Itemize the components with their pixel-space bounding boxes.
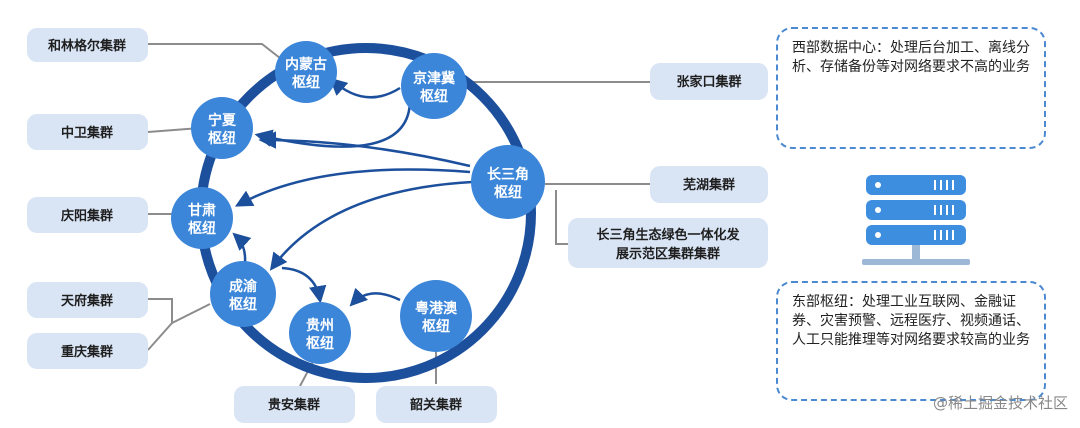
arrow-changsanjiao-chengyu [269,180,473,271]
hub-neimenggu: 内蒙古 枢纽 [275,41,337,103]
hub-guizhou-name: 贵州 [306,317,334,334]
hub-changsanjiao-suffix: 枢纽 [494,184,522,201]
hub-gansu-name: 甘肃 [188,202,216,219]
hub-ningxia-suffix: 枢纽 [208,130,236,147]
server-rack-icon [862,175,970,265]
cluster-chongqing-label: 重庆集群 [61,344,113,360]
cluster-wuhu-label: 芜湖集群 [683,177,735,193]
cluster-yangtze-demo-line1: 长三角生态绿色一体化发 [596,227,740,243]
cluster-yangtze-demo-line2: 展示范区集群集群 [616,246,720,262]
hub-yuegangao-name: 粤港澳 [415,300,458,317]
cluster-zhangjiakou: 张家口集群 [650,63,768,100]
hub-chengyu: 成渝 枢纽 [210,261,276,327]
hub-gansu: 甘肃 枢纽 [171,187,233,249]
connector-yangtze-demo [555,190,568,245]
cluster-zhongwei-label: 中卫集群 [61,125,113,141]
hub-guizhou: 贵州 枢纽 [289,302,351,364]
hub-gansu-suffix: 枢纽 [188,220,216,237]
cluster-shaoguan: 韶关集群 [376,386,497,423]
cluster-zhongwei: 中卫集群 [27,114,148,150]
cluster-helingeer-label: 和林格尔集群 [48,38,126,54]
arrow-changsanjiao-ningxia [258,131,471,168]
cluster-yangtze-demo: 长三角生态绿色一体化发 展示范区集群集群 [568,218,768,268]
hub-neimenggu-suffix: 枢纽 [292,74,320,91]
arrow-changsanjiao-gansu [234,168,471,207]
arrow-jingjinji-ningxia [254,99,412,148]
cluster-guian-label: 贵安集群 [268,397,320,413]
cluster-helingeer: 和林格尔集群 [27,28,148,62]
cluster-tianfu: 天府集群 [27,282,148,318]
hub-jingjinji: 京津冀 枢纽 [401,53,467,119]
arrow-chengyu-gansu [232,232,252,263]
hub-chengyu-name: 成渝 [229,278,258,295]
cluster-guian: 贵安集群 [234,386,355,423]
hub-neimenggu-name: 内蒙古 [285,56,327,73]
cluster-shaoguan-label: 韶关集群 [410,397,462,413]
arrow-chengyu-guizhou [281,266,327,304]
cluster-wuhu: 芜湖集群 [650,166,768,203]
hub-chengyu-suffix: 枢纽 [229,296,257,313]
hub-ningxia: 宁夏 枢纽 [191,97,253,159]
hub-jingjinji-name: 京津冀 [413,70,455,87]
cluster-qingyang: 庆阳集群 [27,197,148,233]
cluster-qingyang-label: 庆阳集群 [60,208,113,224]
arrow-yuegangao-guizhou [349,287,401,307]
hub-guizhou-suffix: 枢纽 [306,335,334,352]
arrow-jingjinji-neimenggu [329,77,401,99]
connector-helingeer [148,43,286,63]
connector-tianfu-chongqing [148,298,211,325]
cluster-chongqing: 重庆集群 [27,333,148,369]
eastern-hub-note: 东部枢纽：处理工业互联网、金融证券、灾害预警、远程医疗、视频通话、人工只能推理等… [776,281,1046,401]
hub-yuegangao: 粤港澳 枢纽 [400,280,472,352]
hub-jingjinji-suffix: 枢纽 [420,88,448,105]
hub-changsanjiao: 长三角 枢纽 [471,145,545,219]
flow-arrows [232,77,473,307]
watermark: @稀土掘金技术社区 [932,394,1068,412]
connector-chongqing [147,322,173,351]
cluster-zhangjiakou-label: 张家口集群 [676,74,741,90]
hub-yuegangao-suffix: 枢纽 [422,318,450,335]
western-data-center-note: 西部数据中心：处理后台加工、离线分析、存储备份等对网络要求不高的业务 [776,27,1046,149]
cluster-tianfu-label: 天府集群 [61,293,113,309]
hub-ningxia-name: 宁夏 [208,112,237,129]
hub-changsanjiao-name: 长三角 [487,166,529,183]
